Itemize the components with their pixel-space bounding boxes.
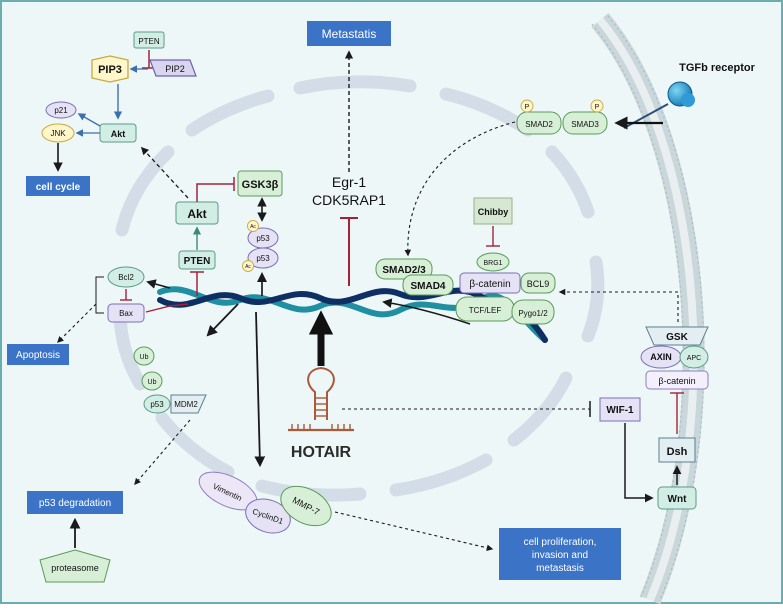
proteasome-node: proteasome xyxy=(39,549,111,583)
svg-text:β-catenin: β-catenin xyxy=(469,279,510,290)
bcatenin-complex: BRG1 β-catenin BCL9 TCF/LEF Pygo1/2 xyxy=(455,252,556,325)
svg-text:GSK3β: GSK3β xyxy=(242,179,279,191)
p21-node: p21 xyxy=(45,101,77,119)
ubiquitin-p53-mdm2-complex: Ub Ub p53 MDM2 xyxy=(133,346,207,414)
akt-small-node: Akt xyxy=(99,123,137,143)
svg-text:Bax: Bax xyxy=(119,309,133,318)
svg-text:JNK: JNK xyxy=(50,129,66,138)
svg-text:invasion and: invasion and xyxy=(532,550,588,561)
svg-text:Ub: Ub xyxy=(140,354,149,361)
bax-node: Bax xyxy=(107,303,145,323)
svg-text:SMAD3: SMAD3 xyxy=(571,120,599,129)
chibby-node: Chibby xyxy=(473,197,513,225)
svg-text:p21: p21 xyxy=(54,106,68,115)
svg-text:Chibby: Chibby xyxy=(478,207,509,217)
svg-text:SMAD4: SMAD4 xyxy=(410,281,445,292)
svg-text:APC: APC xyxy=(687,355,701,362)
wif1-node: WIF-1 xyxy=(599,397,641,422)
svg-text:BRG1: BRG1 xyxy=(483,260,502,267)
svg-text:P: P xyxy=(595,104,600,111)
smad2-smad3-phospho: SMAD2 SMAD3 P P xyxy=(516,99,608,135)
svg-text:PTEN: PTEN xyxy=(184,256,211,267)
svg-text:p53 degradation: p53 degradation xyxy=(39,498,111,509)
svg-text:β-catenin: β-catenin xyxy=(658,376,695,386)
svg-text:Akt: Akt xyxy=(111,129,126,139)
akt-node: Akt xyxy=(175,201,219,225)
jnk-node: JNK xyxy=(41,123,75,143)
svg-text:Ub: Ub xyxy=(148,379,157,386)
svg-text:WIF-1: WIF-1 xyxy=(606,405,634,416)
vimentin-node: Vimentin xyxy=(198,471,258,511)
cell-cycle-node: cell cycle xyxy=(26,176,90,196)
bcl2-node: Bcl2 xyxy=(107,266,145,288)
pip3-node: PIP3 xyxy=(91,55,129,83)
metastasis-node: Metastatis xyxy=(307,21,391,46)
svg-text:GSK: GSK xyxy=(666,332,688,343)
p53-degradation-node: p53 degradation xyxy=(27,491,123,514)
svg-text:cell proliferation,: cell proliferation, xyxy=(524,537,597,548)
pten-top-node: PTEN xyxy=(133,31,165,49)
svg-text:Ac: Ac xyxy=(245,264,251,270)
egr1-label: Egr-1 xyxy=(332,174,366,190)
hotair-label: HOTAIR xyxy=(291,444,352,461)
tgfb-receptor-label: TGFb receptor xyxy=(679,62,756,74)
svg-text:BCL9: BCL9 xyxy=(527,279,550,289)
outcome-node: cell proliferation, invasion and metasta… xyxy=(499,528,621,580)
svg-text:PIP3: PIP3 xyxy=(98,64,122,76)
smad-complex: SMAD2/3 SMAD4 xyxy=(375,258,454,296)
svg-text:TCF/LEF: TCF/LEF xyxy=(469,306,502,315)
svg-text:MDM2: MDM2 xyxy=(174,400,198,409)
svg-text:SMAD2: SMAD2 xyxy=(525,120,553,129)
svg-text:Bcl2: Bcl2 xyxy=(118,273,134,282)
svg-text:proteasome: proteasome xyxy=(51,563,99,573)
gsk3b-node: GSK3β xyxy=(237,170,283,197)
p53-acetylated-stack: p53 p53 Ac Ac xyxy=(242,220,279,272)
pten-node: PTEN xyxy=(178,250,216,270)
cyclind1-node: CyclinD1 xyxy=(245,498,291,534)
destruction-complex: GSK AXIN APC β-catenin xyxy=(640,326,709,390)
svg-text:PTEN: PTEN xyxy=(138,37,160,46)
svg-text:PIP2: PIP2 xyxy=(165,64,185,74)
metastasis-label: Metastatis xyxy=(322,27,377,41)
cdk5rap1-label: CDK5RAP1 xyxy=(312,192,386,208)
svg-text:metastasis: metastasis xyxy=(536,563,584,574)
dsh-node: Dsh xyxy=(658,437,696,463)
cell-membrane xyxy=(591,12,705,605)
mmp7-node: MMP-7 xyxy=(280,485,332,527)
svg-text:Pygo1/2: Pygo1/2 xyxy=(518,309,548,318)
hotair-rna-icon xyxy=(288,366,354,432)
svg-text:SMAD2/3: SMAD2/3 xyxy=(382,265,426,276)
svg-text:Wnt: Wnt xyxy=(668,494,688,505)
apoptosis-node: Apoptosis xyxy=(7,344,69,365)
pip2-node: PIP2 xyxy=(149,59,197,77)
svg-text:P: P xyxy=(525,104,530,111)
svg-text:Ac: Ac xyxy=(250,224,256,230)
svg-text:AXIN: AXIN xyxy=(650,352,672,362)
svg-text:p53: p53 xyxy=(256,254,270,263)
svg-text:cell cycle: cell cycle xyxy=(36,182,81,193)
svg-text:p53: p53 xyxy=(256,234,270,243)
wnt-node: Wnt xyxy=(657,486,697,510)
svg-text:Apoptosis: Apoptosis xyxy=(16,350,60,361)
svg-text:p53: p53 xyxy=(150,400,164,409)
svg-text:Akt: Akt xyxy=(187,207,206,221)
svg-text:Dsh: Dsh xyxy=(667,446,688,458)
